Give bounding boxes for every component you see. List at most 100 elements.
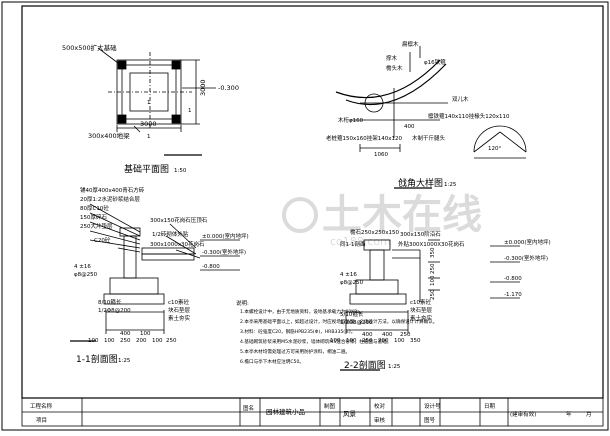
s2-title: 2-2剖面图 (344, 359, 386, 371)
s1-layer-3: 150厚碎石 (80, 213, 107, 221)
s2-vdim-0: 350 (430, 247, 436, 258)
s2-dim-1: 100 (346, 338, 357, 344)
tb-design-label: 设计号 (424, 402, 441, 410)
plan-mark-2: 1 (188, 108, 192, 114)
notes-heading: 说明: (236, 299, 249, 307)
eave-label-2: 檐头木 (386, 64, 403, 72)
tb-item-label: 项目 (36, 417, 47, 424)
eave-detail (335, 46, 527, 189)
eave-dim-400: 400 (404, 124, 415, 130)
s2-rebar-0: 4 ±16 (340, 272, 357, 278)
eave-label-6: 木制干斤腿头 (412, 134, 446, 142)
s2-vdim-3: 250 (430, 289, 436, 300)
s1-dim-2: 250 (120, 338, 131, 344)
s1-found-0: c10素砼 (168, 298, 190, 306)
s1-found-2: 素土夯实 (168, 314, 191, 322)
s1-callout-1: 1/2砖砌体外贴 (152, 230, 189, 238)
s1-layer-5: C20砼 (94, 236, 111, 244)
s2-callout-1: 外贴300X1000X30花岗石 (398, 240, 465, 248)
watermark: 土木在线 co188.com (282, 192, 482, 248)
s1-rebar-1: φ8@250 (74, 272, 98, 278)
notes-item-1: 2.本亭采用基础平面以上，如超过设计，时应视场取处理，必请设计方法，以确保设计计… (240, 318, 437, 325)
s2-dim-2: 250 (362, 338, 373, 344)
watermark-text: 土木在线 (322, 192, 482, 238)
plan-elevation: -0.300 (218, 84, 239, 92)
plan-post-label: 300x400地梁 (88, 131, 130, 140)
s1-layer-1: 20厚1:2水泥砂浆结合层 (80, 195, 140, 203)
s1-title: 1-1剖面图 (76, 353, 118, 365)
s1-dim-4: 100 (152, 338, 163, 344)
s2-level-0: ±0.000(室内地坪) (504, 238, 551, 246)
s2-dim-8: 250 (400, 332, 411, 338)
tb-year: 年 (566, 410, 572, 418)
s2-callout-3: 同1-1剖面 (340, 240, 366, 248)
tb-draw-value: 风景 (343, 410, 357, 418)
s2-callout-0: 檐石250x250x150 (350, 228, 400, 236)
s1-dim-5: 250 (166, 338, 177, 344)
eave-label-5: 老桩箍150x160挂架140x120 (326, 134, 403, 142)
s1-found-1: 块石垫层 (168, 306, 191, 314)
s2-dim-7: 400 (382, 332, 393, 338)
s1-dim-3: 200 (136, 338, 147, 344)
s2-callout-2: 300x150阶沿石 (400, 230, 441, 238)
s1-callout-2: 300x1000x30花岗石 (150, 240, 205, 248)
s2-level-1: -0.300(室外地坪) (504, 254, 548, 262)
plan-title: 基础平面图 (124, 163, 169, 175)
s2-dim-5: 350 (410, 338, 421, 344)
title-block (21, 397, 604, 427)
eave-angle: 120° (488, 146, 501, 152)
tb-month: 月 (586, 411, 592, 418)
tb-date-label: 日期 (484, 403, 496, 410)
plan-footing-label: 500x500扩大基础 (62, 43, 117, 52)
notes-item-2: 3.材料：砼强度C20，钢筋HPB235(Φ)，HRB335(±)。 (240, 328, 355, 335)
s2-dim-6: 400 (362, 332, 373, 338)
tb-review-label: 审核 (374, 416, 386, 424)
eave-label-4: 木桁φ160 (338, 116, 364, 124)
s2-scale: 1:25 (388, 364, 401, 370)
foundation-plan (97, 47, 216, 156)
notes-item-4: 5.本亭木材均需处理过方可采用防护涂料，桐油二遍。 (240, 348, 350, 355)
tb-draw-label: 制图 (324, 402, 336, 410)
s1-rebar-3: 1/2Φ8@200 (98, 308, 131, 314)
s2-rebar-1: φ8@250 (340, 280, 364, 286)
s1-level-1: -0.300(室外地坪) (202, 248, 246, 256)
plan-mark-1: 1 (147, 100, 151, 106)
section-2-2 (340, 239, 520, 371)
eave-label-1: 撑木 (386, 54, 398, 62)
s1-callout-0: 300x150花岗石压顶石 (150, 216, 208, 224)
s2-found-1: 块石垫层 (410, 306, 433, 314)
eave-dim-1060: 1060 (374, 152, 388, 158)
tb-sheet-label: 图号 (424, 416, 436, 424)
s1-layer-4: 250大片垫层 (80, 222, 113, 230)
eave-scale: 1:25 (444, 182, 457, 188)
tb-stage: (建审有效) (510, 410, 536, 418)
s1-level-0: ±0.000(室内地坪) (202, 232, 249, 240)
s1-dim-6: 400 (120, 331, 131, 337)
watermark-sub: co188.com (330, 235, 391, 248)
s1-layer-0: 铺40厚400x400青石方砖 (80, 186, 145, 194)
section-1-1 (70, 203, 240, 342)
eave-label-3: φ16铁箍 (424, 58, 446, 66)
s2-level-2: -0.800 (504, 276, 522, 282)
s2-dim-4: 100 (394, 338, 405, 344)
s2-rebar-2: 5/10箍长 (340, 310, 364, 318)
s2-dim-0: 100 (330, 338, 341, 344)
s1-rebar-2: 8/10箍长 (98, 298, 122, 306)
s1-level-2: -0.800 (202, 264, 220, 270)
s1-dim-0: 100 (88, 338, 99, 344)
tb-check-label: 校对 (374, 402, 386, 410)
eave-title: 戗角大样图 (398, 177, 443, 189)
s2-vdim-2: 100 (430, 275, 436, 286)
plan-dim-vertical: 3000 (199, 79, 207, 96)
tb-drawing-name: 园林建筑小品 (266, 407, 305, 416)
s2-vdim-1: 250 (430, 263, 436, 274)
tb-project-label: 工程名称 (30, 402, 53, 410)
s1-dim-1: 100 (104, 338, 115, 344)
s2-found-2: 素土夯实 (410, 314, 433, 322)
s1-dim-7: 100 (140, 331, 151, 337)
s2-rebar-3: 1/2Φ8@200 (340, 320, 373, 326)
eave-label-7: 檩铁箍140x110挂椽头120x110 (428, 112, 510, 120)
s2-found-0: c10素砼 (410, 298, 432, 306)
